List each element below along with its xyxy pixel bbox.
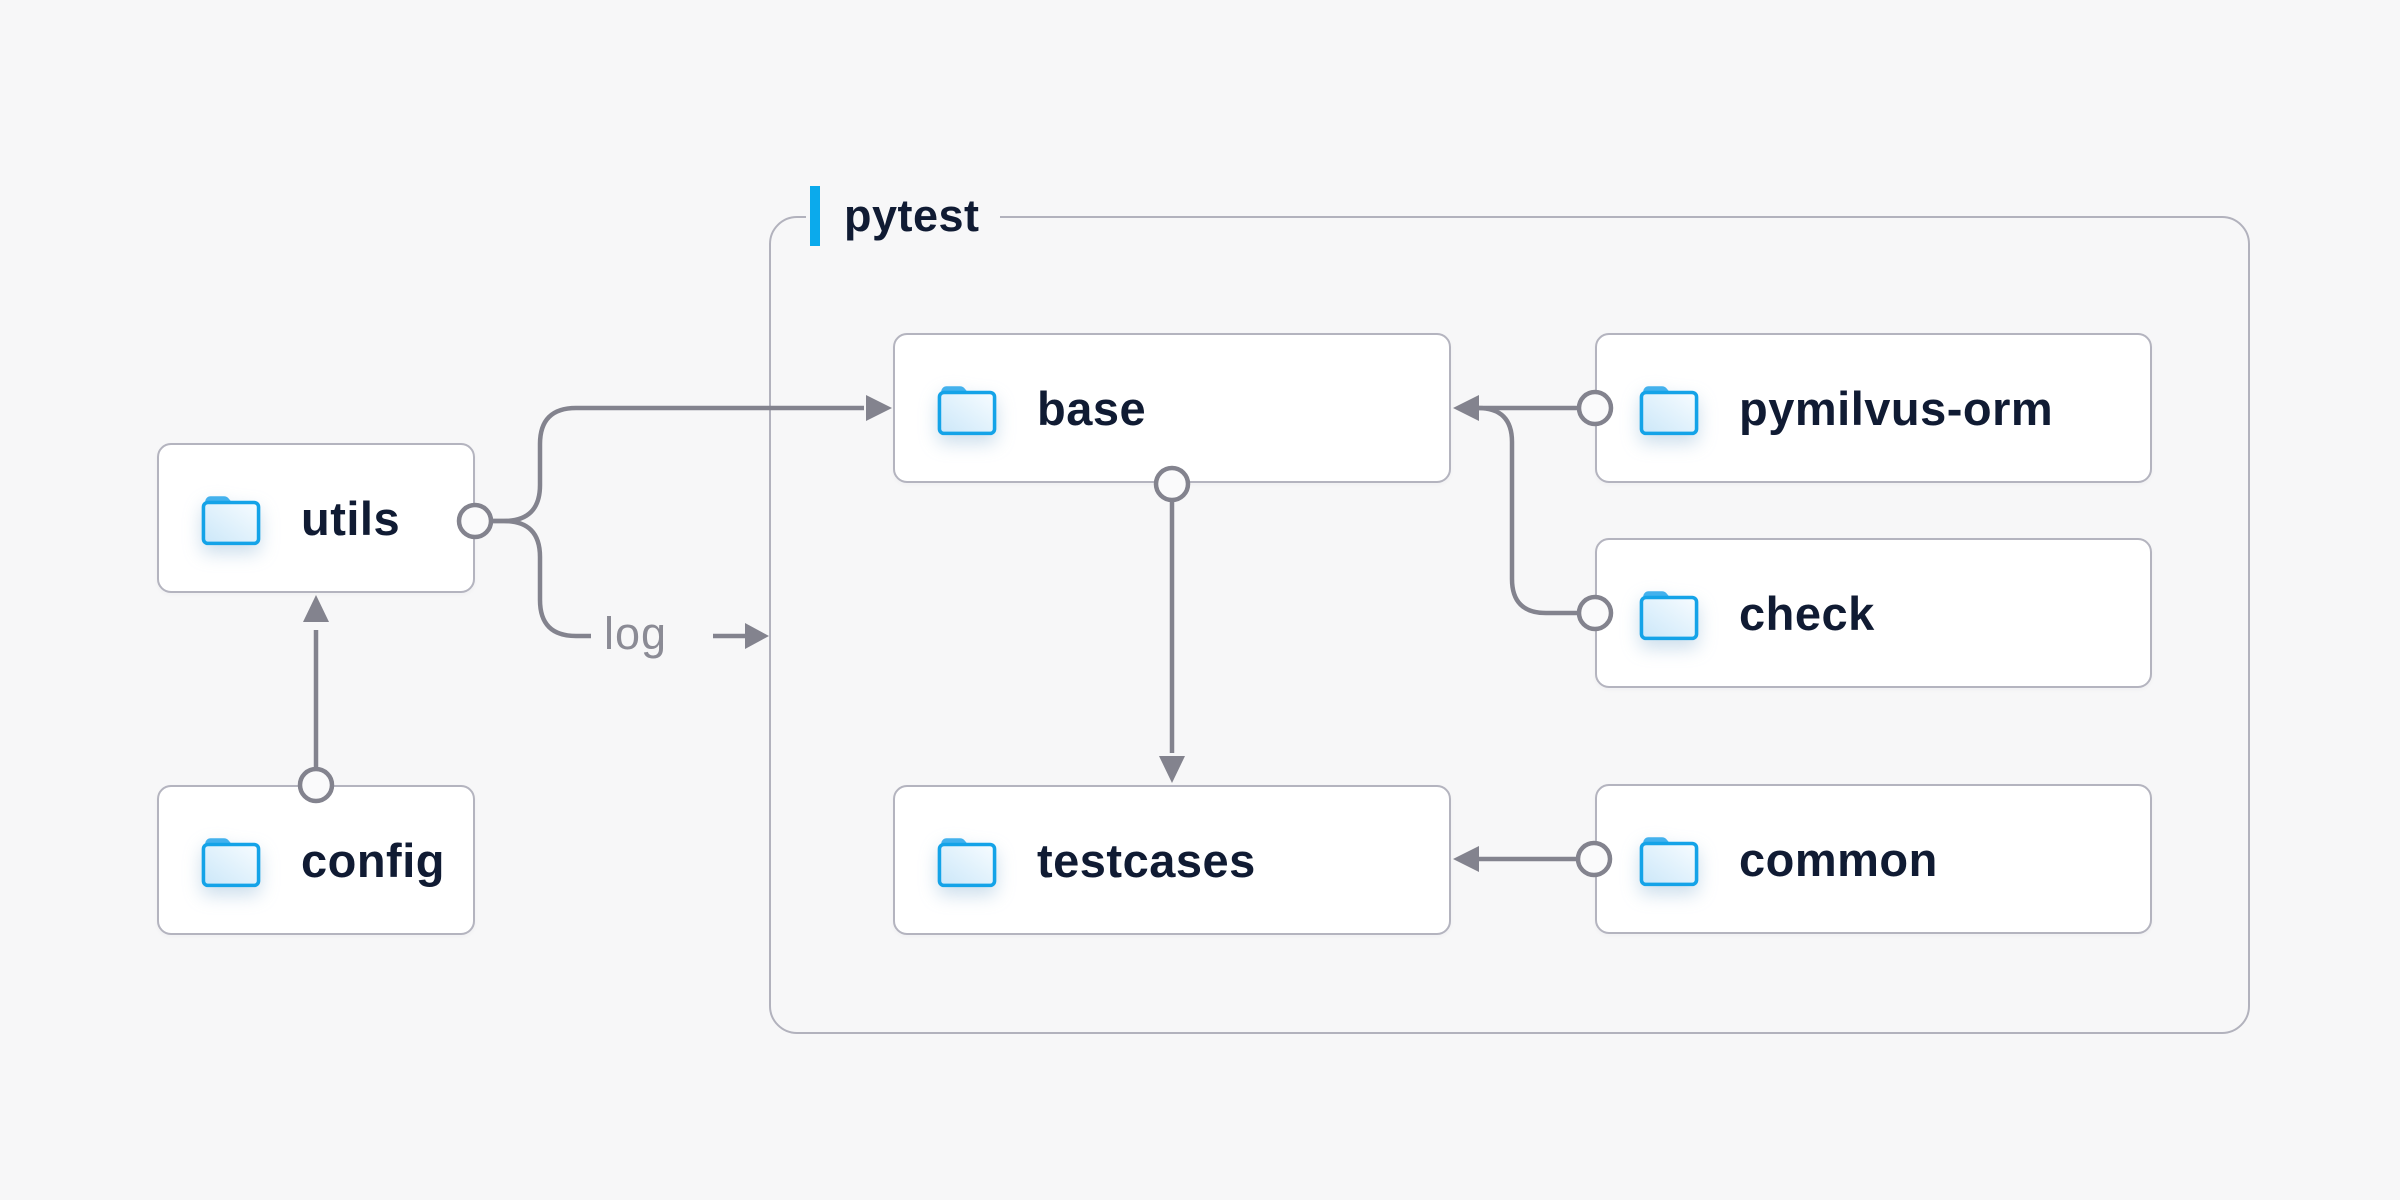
node-pymilvus-orm[interactable]: pymilvus-orm [1595,333,2152,483]
edge-config-to-utils [303,595,329,769]
folder-icon [201,495,261,545]
folder-icon [1639,385,1699,435]
accent-bar [810,186,820,246]
node-common[interactable]: common [1595,784,2152,934]
pytest-group-title: pytest [844,190,980,241]
node-label: check [1739,586,1875,640]
folder-icon [1639,836,1699,886]
node-label: common [1739,832,1938,886]
node-label: utils [301,491,401,545]
node-label: testcases [1037,833,1256,887]
node-testcases[interactable]: testcases [893,785,1451,935]
folder-icon [201,837,261,887]
pytest-group-container [769,216,2250,1034]
node-label: base [1037,381,1147,435]
arrowhead-right-icon [745,623,769,649]
folder-icon [1639,590,1699,640]
node-label: pymilvus-orm [1739,381,2054,435]
node-utils[interactable]: utils [157,443,475,593]
node-config[interactable]: config [157,785,475,935]
node-check[interactable]: check [1595,538,2152,688]
folder-icon [937,837,997,887]
edge-label-log: log [604,608,668,659]
pytest-group-label: pytest [806,186,1000,246]
arrowhead-up-icon [303,595,329,622]
node-base[interactable]: base [893,333,1451,483]
folder-icon [937,385,997,435]
node-label: config [301,833,445,887]
